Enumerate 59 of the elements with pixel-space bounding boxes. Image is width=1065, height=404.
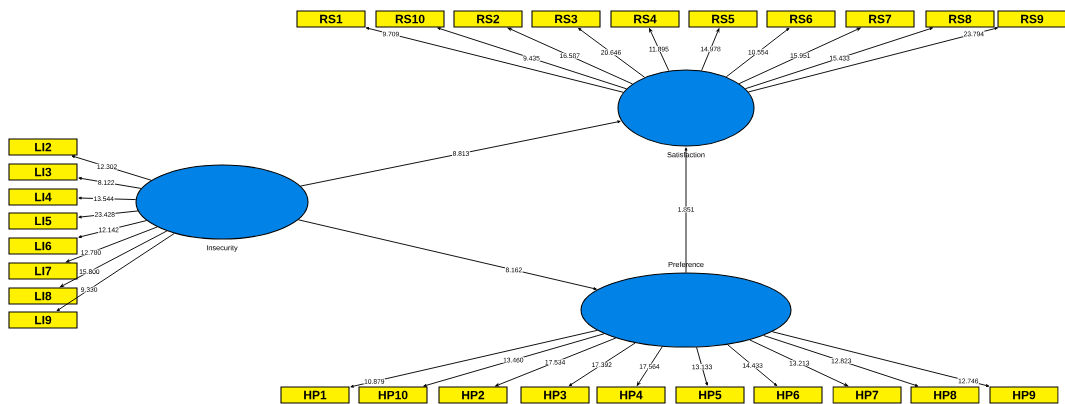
arrow — [297, 219, 597, 290]
indicator-box: HP9 — [989, 386, 1059, 404]
arrow — [578, 27, 646, 78]
arrow — [71, 155, 152, 181]
arrow — [636, 346, 663, 386]
indicator-box: LI7 — [8, 262, 78, 280]
arrow — [726, 344, 778, 387]
arrow — [350, 329, 598, 388]
indicator-box: RS8 — [925, 10, 995, 28]
indicator-box: RS5 — [688, 10, 758, 28]
arrow — [65, 226, 158, 263]
indicator-box: RS4 — [610, 10, 680, 28]
indicator-box: RS1 — [296, 10, 366, 28]
indicator-box: LI8 — [8, 287, 78, 305]
indicator-box: LI5 — [8, 212, 78, 230]
arrow — [725, 27, 790, 78]
arrow — [684, 147, 688, 273]
arrow — [78, 177, 142, 189]
indicator-box: RS9 — [997, 10, 1065, 28]
arrow — [78, 220, 148, 238]
indicator-box: HP1 — [280, 386, 350, 404]
arrow — [763, 335, 919, 387]
indicator-box: RS2 — [453, 10, 523, 28]
indicator-box: HP5 — [675, 386, 745, 404]
arrow — [299, 120, 621, 187]
arrow — [747, 27, 999, 93]
indicator-box: LI9 — [8, 311, 78, 329]
arrow — [423, 333, 605, 387]
arrow — [744, 27, 933, 90]
arrow — [59, 230, 168, 288]
indicator-box: RS3 — [531, 10, 601, 28]
arrow — [649, 28, 670, 72]
arrow — [495, 337, 617, 387]
arrow — [365, 27, 624, 93]
indicator-box: HP10 — [358, 386, 428, 404]
indicator-box: RS6 — [766, 10, 836, 28]
indicator-box: RS10 — [375, 10, 445, 28]
indicator-box: HP3 — [520, 386, 590, 404]
arrow — [701, 28, 720, 71]
indicator-box: LI3 — [8, 163, 78, 181]
arrow — [696, 346, 708, 386]
indicator-box: HP6 — [753, 386, 823, 404]
indicator-box: LI4 — [8, 188, 78, 206]
arrow — [78, 210, 139, 219]
arrow — [56, 232, 175, 312]
arrow — [771, 331, 990, 387]
indicator-box: LI6 — [8, 237, 78, 255]
arrow — [507, 27, 633, 85]
arrow — [437, 27, 628, 90]
arrow — [749, 339, 849, 387]
arrow — [738, 27, 861, 85]
indicator-box: LI2 — [8, 138, 78, 156]
indicator-box: HP4 — [596, 386, 666, 404]
indicator-box: HP2 — [438, 386, 508, 404]
arrow — [78, 196, 137, 201]
indicator-box: RS7 — [845, 10, 915, 28]
indicator-box: HP7 — [832, 386, 902, 404]
indicator-box: HP8 — [910, 386, 980, 404]
arrow — [568, 342, 636, 387]
